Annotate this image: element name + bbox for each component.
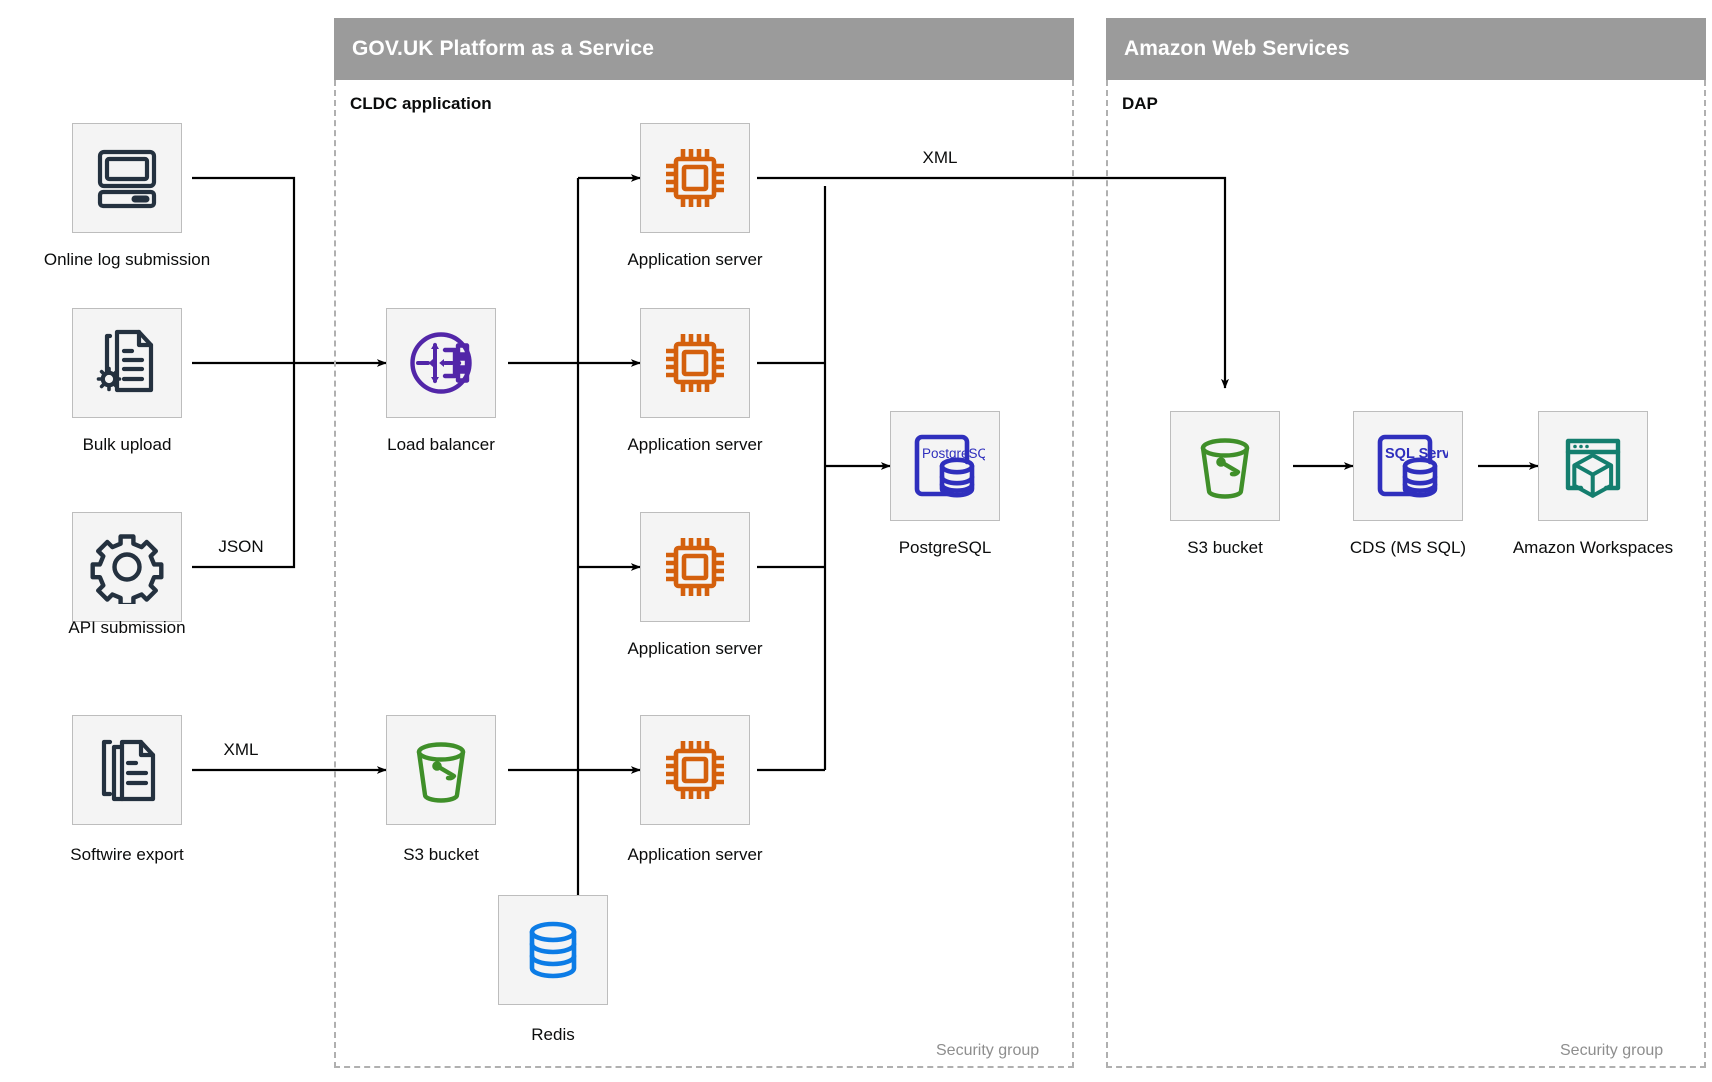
node-label-softwire-export: Softwire export bbox=[70, 845, 184, 864]
node-softwire-export[interactable] bbox=[72, 715, 182, 825]
node-app-server-2[interactable] bbox=[640, 308, 750, 418]
node-label-app-server-2: Application server bbox=[627, 435, 763, 454]
node-app-server-4[interactable] bbox=[640, 715, 750, 825]
node-label-app-server-4: Application server bbox=[627, 845, 763, 864]
group-header-paas: GOV.UK Platform as a Service bbox=[334, 18, 1074, 80]
node-label-api-submission: API submission bbox=[68, 618, 186, 637]
cpu-chip-icon bbox=[666, 334, 724, 392]
security-group-paas-footer: Security group bbox=[936, 1042, 1040, 1059]
node-app-server-3[interactable] bbox=[640, 512, 750, 622]
node-load-balancer[interactable] bbox=[386, 308, 496, 418]
node-app-server-1[interactable] bbox=[640, 123, 750, 233]
edge-label-xml-softwire: XML bbox=[219, 740, 263, 760]
node-label-s3-bucket-aws: S3 bucket bbox=[1187, 538, 1263, 557]
node-amazon-workspaces[interactable] bbox=[1538, 411, 1648, 521]
gear-icon bbox=[90, 534, 164, 604]
s3-bucket-icon bbox=[1200, 438, 1250, 499]
security-group-paas bbox=[334, 80, 1074, 1068]
sql-server-icon-text: SQL Server bbox=[1385, 446, 1448, 462]
node-bulk-upload[interactable] bbox=[72, 308, 182, 418]
redis-database-icon bbox=[529, 921, 577, 979]
node-online-log-submission[interactable] bbox=[72, 123, 182, 233]
node-s3-bucket-paas[interactable] bbox=[386, 715, 496, 825]
node-api-submission[interactable] bbox=[72, 512, 182, 622]
node-label-postgresql: PostgreSQL bbox=[898, 538, 992, 557]
security-group-aws-footer: Security group bbox=[1560, 1042, 1664, 1059]
postgresql-icon-text: PostgreSQL bbox=[922, 446, 985, 461]
amazon-workspaces-icon bbox=[1565, 438, 1621, 498]
documents-stack-icon bbox=[101, 739, 156, 802]
edge-label-json: JSON bbox=[214, 537, 268, 557]
cpu-chip-icon bbox=[666, 149, 724, 207]
node-postgresql[interactable]: PostgreSQL bbox=[890, 411, 1000, 521]
node-redis[interactable] bbox=[498, 895, 608, 1005]
security-group-aws bbox=[1106, 80, 1706, 1068]
edge-label-xml-appserver: XML bbox=[918, 148, 962, 168]
document-gear-icon bbox=[96, 329, 154, 393]
node-label-amazon-workspaces: Amazon Workspaces bbox=[1512, 538, 1674, 557]
desktop-computer-icon bbox=[97, 149, 157, 209]
security-group-paas-title: CLDC application bbox=[350, 94, 492, 113]
node-label-redis: Redis bbox=[531, 1025, 575, 1044]
node-label-load-balancer: Load balancer bbox=[387, 435, 495, 454]
node-label-online-log-submission: Online log submission bbox=[43, 250, 211, 269]
load-balancer-icon bbox=[410, 332, 472, 394]
group-header-aws-label: Amazon Web Services bbox=[1124, 37, 1350, 60]
node-label-bulk-upload: Bulk upload bbox=[82, 435, 172, 454]
cpu-chip-icon bbox=[666, 538, 724, 596]
security-group-aws-title: DAP bbox=[1122, 94, 1158, 113]
node-label-app-server-1: Application server bbox=[627, 250, 763, 269]
cpu-chip-icon bbox=[666, 741, 724, 799]
group-header-paas-label: GOV.UK Platform as a Service bbox=[352, 37, 654, 60]
node-label-app-server-3: Application server bbox=[627, 639, 763, 658]
node-label-cds-ms-sql: CDS (MS SQL) bbox=[1349, 538, 1467, 557]
node-s3-bucket-aws[interactable] bbox=[1170, 411, 1280, 521]
node-label-s3-bucket-paas: S3 bucket bbox=[403, 845, 479, 864]
s3-bucket-icon bbox=[416, 742, 466, 803]
sql-server-database-icon: SQL Server bbox=[1377, 434, 1448, 498]
postgresql-database-icon: PostgreSQL bbox=[914, 434, 985, 498]
node-cds-ms-sql[interactable]: SQL Server bbox=[1353, 411, 1463, 521]
group-header-aws: Amazon Web Services bbox=[1106, 18, 1706, 80]
